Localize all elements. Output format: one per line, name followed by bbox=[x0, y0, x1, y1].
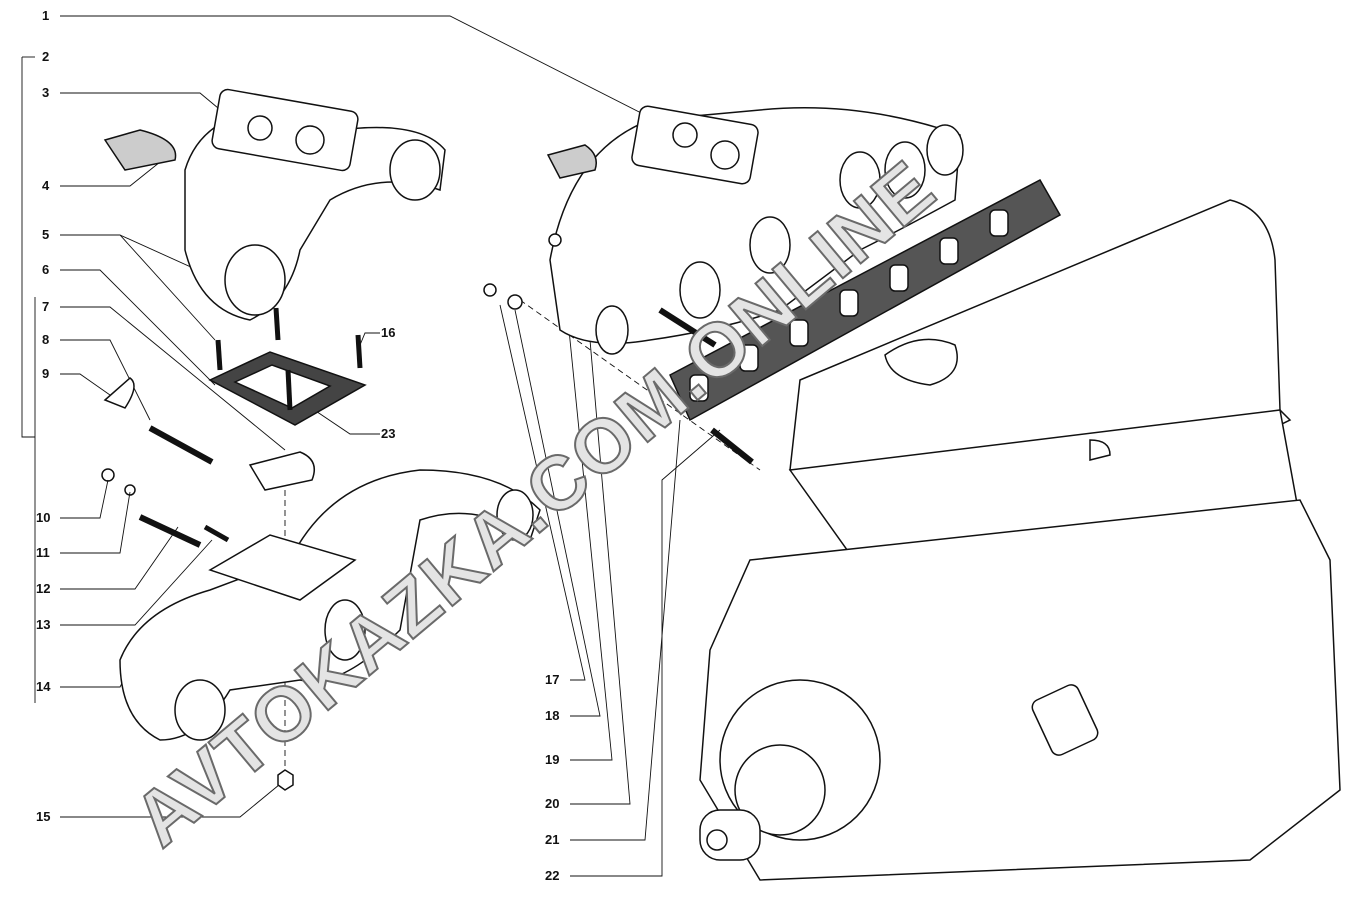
manifold-assembly bbox=[483, 105, 964, 465]
callout-13: 13 bbox=[36, 617, 51, 632]
callout-3: 3 bbox=[42, 85, 50, 100]
callout-12: 12 bbox=[36, 581, 51, 596]
callout-7: 7 bbox=[42, 299, 50, 314]
callout-21: 21 bbox=[545, 832, 560, 847]
callout-20: 20 bbox=[545, 796, 560, 811]
spacer-gasket bbox=[101, 307, 367, 548]
callout-9: 9 bbox=[42, 366, 50, 381]
manifold-gasket bbox=[669, 178, 1062, 422]
callout-4: 4 bbox=[42, 178, 50, 193]
callout-23: 23 bbox=[381, 426, 396, 441]
upper-manifold bbox=[103, 88, 446, 321]
callout-17: 17 bbox=[545, 672, 560, 687]
callout-15: 15 bbox=[36, 809, 51, 824]
callout-14: 14 bbox=[36, 679, 51, 694]
callout-22: 22 bbox=[545, 868, 560, 883]
lower-manifold bbox=[119, 469, 541, 791]
callout-5: 5 bbox=[42, 227, 50, 242]
callout-11: 11 bbox=[36, 545, 50, 560]
callout-18: 18 bbox=[545, 708, 560, 723]
callout-8: 8 bbox=[42, 332, 50, 347]
callout-19: 19 bbox=[545, 752, 560, 767]
engine-block bbox=[699, 199, 1341, 881]
callout-1: 1 bbox=[42, 8, 50, 23]
callout-16: 16 bbox=[381, 325, 396, 340]
callout-10: 10 bbox=[36, 510, 51, 525]
callout-6: 6 bbox=[42, 262, 50, 277]
callout-2: 2 bbox=[42, 49, 50, 64]
